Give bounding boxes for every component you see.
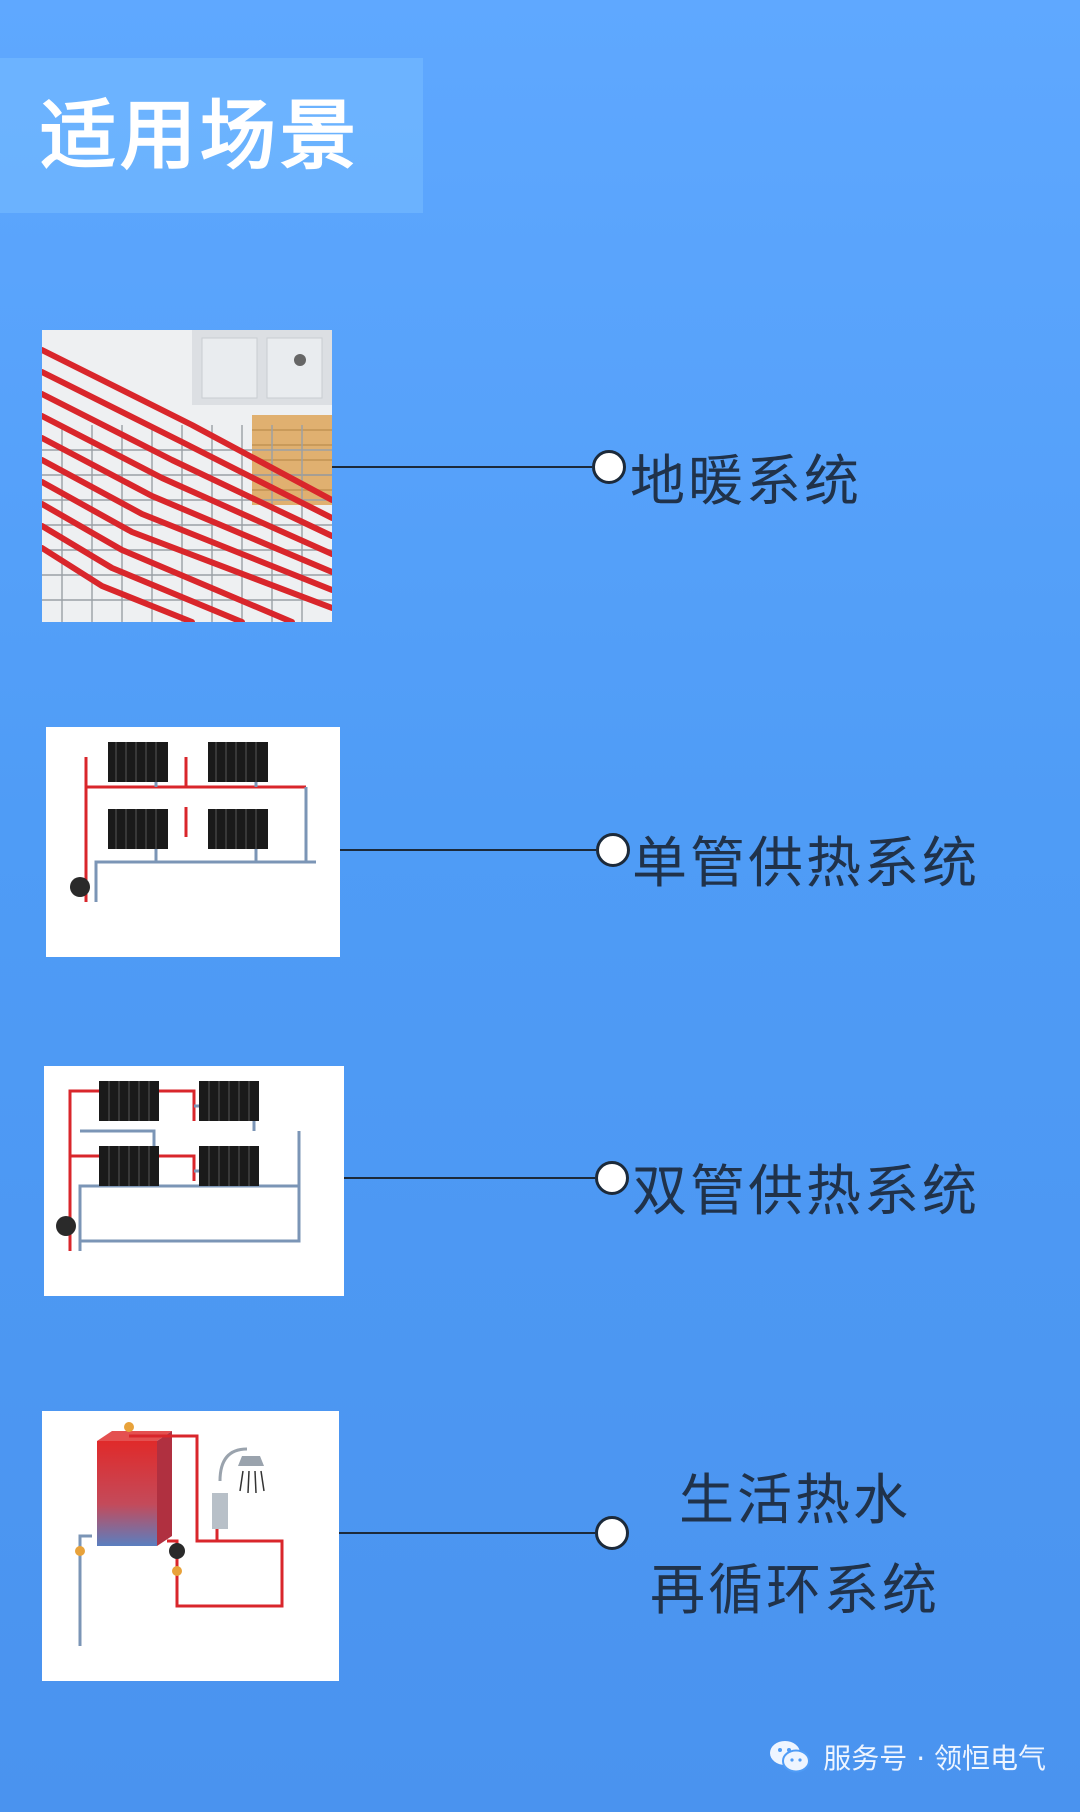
connector-line-floor-heating: [332, 466, 592, 468]
double-pipe-image: [44, 1066, 344, 1296]
connector-line-single-pipe: [340, 849, 596, 851]
connector-dot-hot-water: [595, 1516, 629, 1550]
connector-dot-floor-heating: [592, 450, 626, 484]
label-double-pipe: 双管供热系统: [632, 1159, 981, 1223]
single-pipe-diagram: [46, 727, 340, 957]
label-hot-water-line1: 生活热水: [678, 1468, 911, 1532]
title-panel: 适用场景: [0, 58, 423, 213]
floor-heating-illustration: [42, 330, 332, 622]
label-hot-water-line2: 再循环系统: [649, 1558, 940, 1622]
label-floor-heating: 地暖系统: [630, 449, 863, 513]
floor-heating-image: [42, 330, 332, 622]
hot-water-recirculation-image: [42, 1411, 339, 1681]
connector-line-double-pipe: [344, 1177, 595, 1179]
single-pipe-image: [46, 727, 340, 957]
double-pipe-diagram: [44, 1066, 344, 1296]
connector-line-hot-water: [339, 1532, 595, 1534]
label-single-pipe: 单管供热系统: [632, 831, 981, 895]
page-title: 适用场景: [40, 91, 360, 180]
watermark-text: 服务号 · 领恒电气: [823, 1742, 1046, 1775]
connector-dot-double-pipe: [595, 1161, 629, 1195]
watermark: 服务号 · 领恒电气: [769, 1732, 1046, 1782]
hot-water-recirculation-diagram: [42, 1411, 339, 1681]
wechat-icon: [770, 1741, 811, 1773]
connector-dot-single-pipe: [596, 833, 630, 867]
